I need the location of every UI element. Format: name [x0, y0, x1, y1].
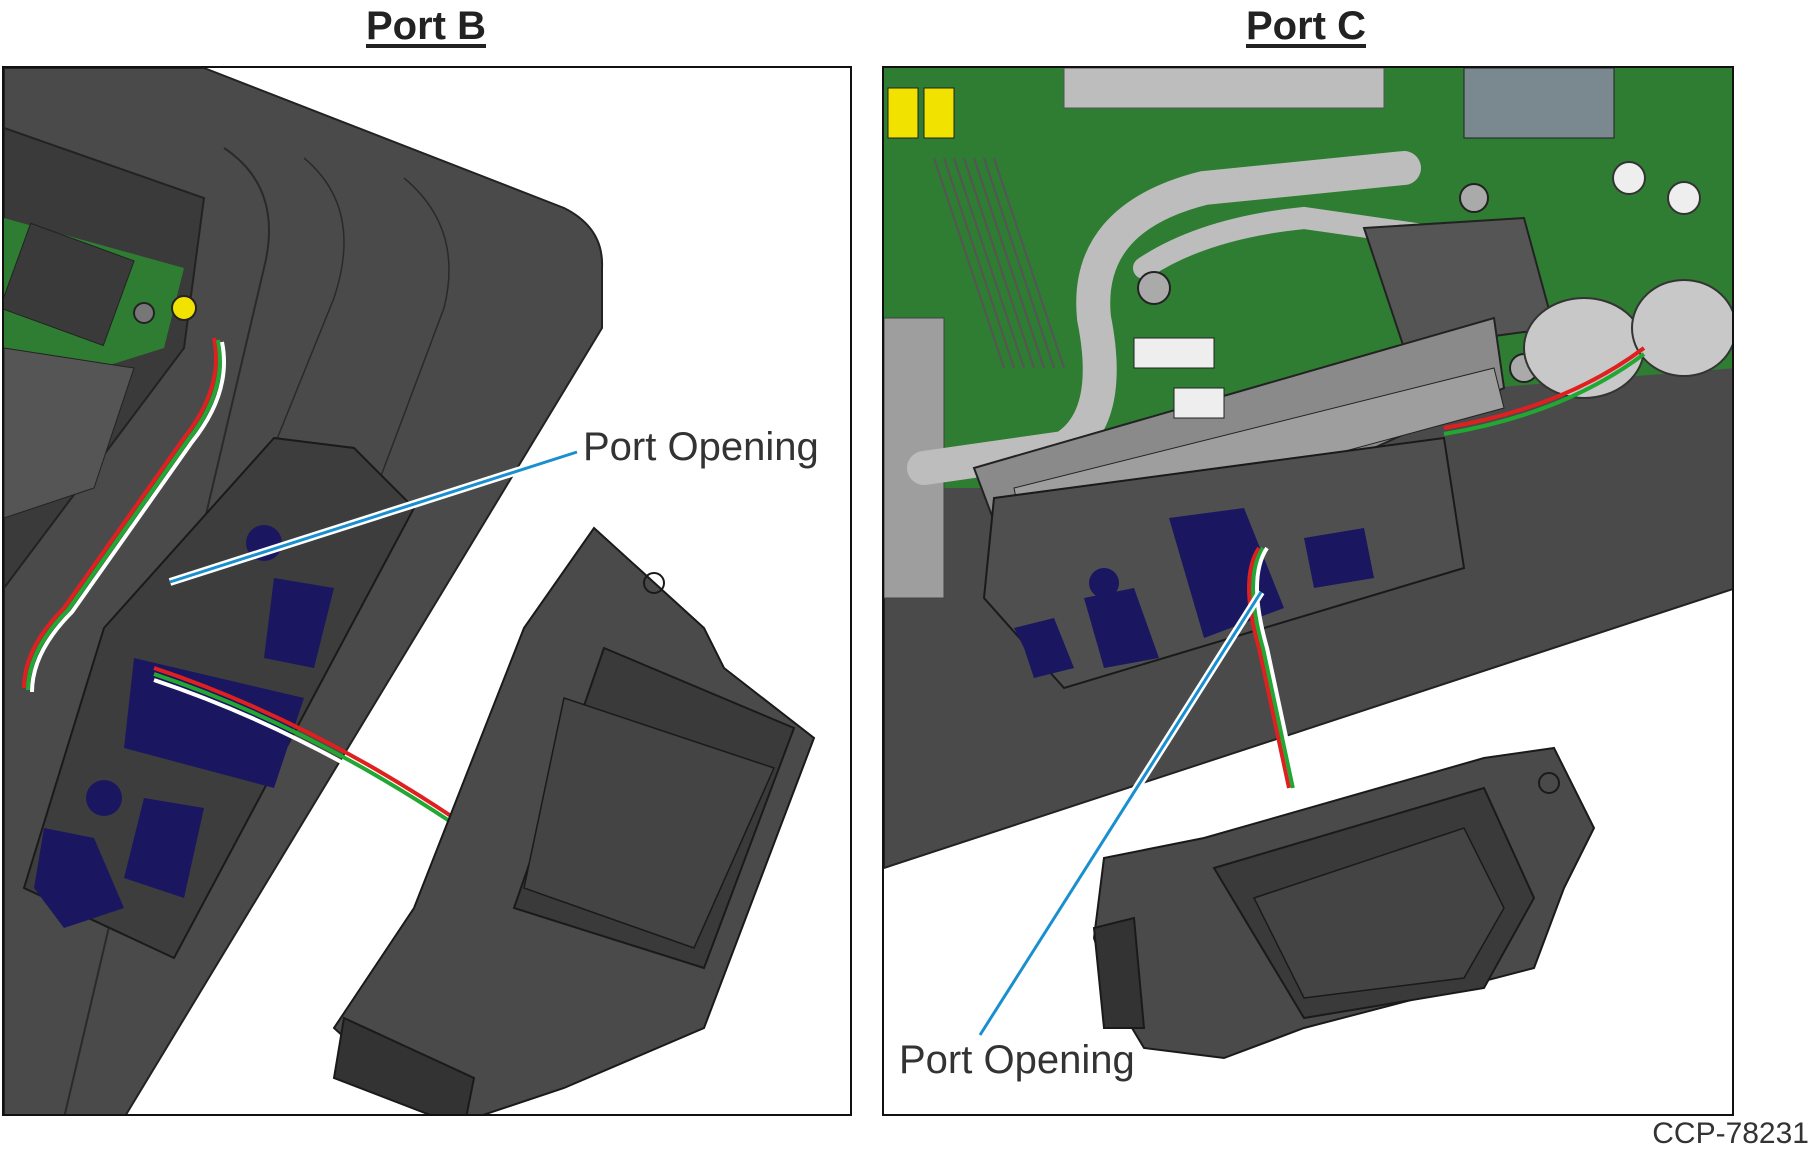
cable-icon	[22, 337, 456, 832]
port-opening-b	[264, 578, 334, 668]
callout-port-opening-c: Port Opening	[899, 1038, 1135, 1082]
panel-title-port-b: Port B	[366, 4, 486, 48]
screw-icon	[1137, 271, 1171, 305]
screw-icon	[171, 295, 197, 321]
port-cover-icon	[332, 526, 816, 1114]
figure-id: CCP-78231	[1652, 1117, 1809, 1150]
connector-yellow	[887, 87, 919, 139]
callout-port-opening-b: Port Opening	[583, 425, 819, 469]
port-b-illustration	[4, 68, 850, 1114]
panel-port-b	[2, 66, 852, 1116]
panel-port-c	[882, 66, 1734, 1116]
panel-title-port-c: Port C	[1246, 4, 1366, 48]
port-c-illustration	[884, 68, 1732, 1114]
